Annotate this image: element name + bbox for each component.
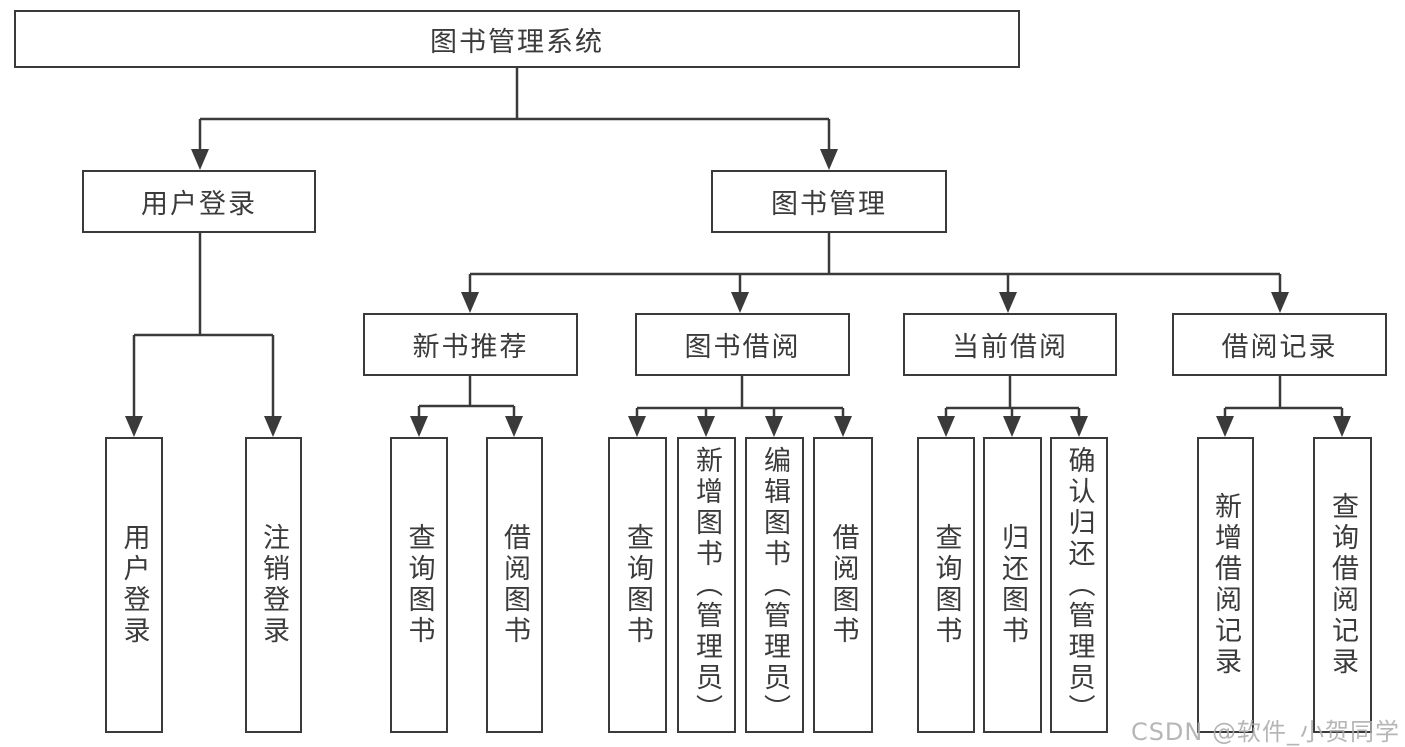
leaf-query-books-borrow: 查询图书 [608,437,667,733]
node-root-system: 图书管理系统 [14,10,1020,68]
leaf-return-book: 归还图书 [983,437,1042,733]
node-new-book-recommend: 新书推荐 [363,313,578,376]
node-book-management: 图书管理 [711,170,947,233]
leaf-query-books-current: 查询图书 [917,437,975,733]
node-borrow-record: 借阅记录 [1172,313,1387,376]
leaf-add-book-admin: 新增图书（管理员） [677,437,736,733]
leaf-query-books-newbook: 查询图书 [390,437,448,733]
leaf-confirm-return-admin: 确认归还（管理员） [1050,437,1108,733]
node-book-borrow: 图书借阅 [635,313,850,376]
leaf-user-login: 用户登录 [105,437,163,733]
leaf-borrow-books-newbook: 借阅图书 [486,437,543,733]
leaf-add-borrow-record: 新增借阅记录 [1197,437,1254,733]
leaf-borrow-books-borrow: 借阅图书 [813,437,873,733]
leaf-logout: 注销登录 [245,437,302,733]
arrowheads [125,149,1351,437]
node-user-login: 用户登录 [82,170,316,233]
leaf-query-borrow-record: 查询借阅记录 [1313,437,1372,733]
node-current-borrow: 当前借阅 [903,313,1117,376]
leaf-edit-book-admin: 编辑图书（管理员） [745,437,804,733]
tree-edges [132,68,1344,417]
